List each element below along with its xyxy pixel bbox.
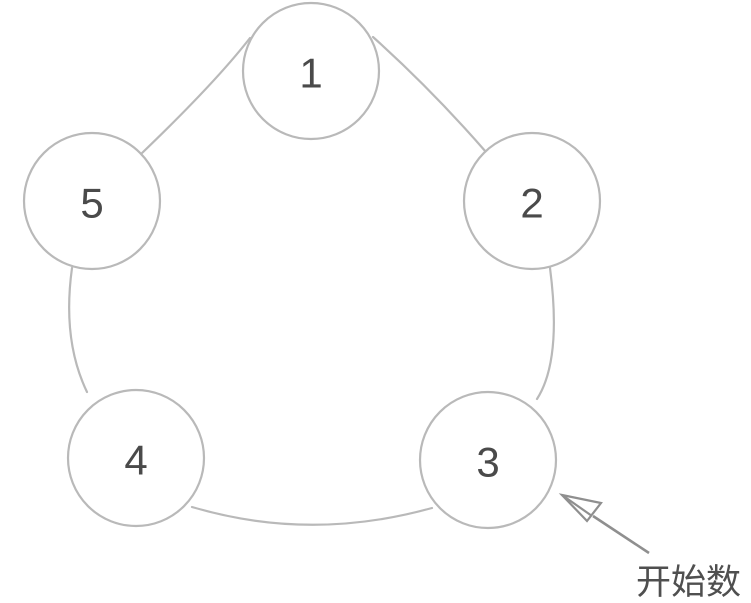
node-2[interactable]: 2: [462, 131, 602, 271]
node-4-circle[interactable]: [66, 388, 206, 528]
node-4[interactable]: 4: [66, 388, 206, 528]
node-1-circle[interactable]: [241, 1, 381, 141]
node-5-circle[interactable]: [22, 131, 162, 271]
edge-4-to-5: [68, 266, 89, 394]
start-count-label: 开始数: [636, 563, 741, 603]
node-5-label: 5: [80, 180, 103, 227]
arrow-head-icon: [558, 493, 603, 523]
start-pointer: [558, 493, 650, 555]
node-3[interactable]: 3: [418, 390, 558, 530]
node-1[interactable]: 1: [241, 1, 381, 141]
node-2-circle[interactable]: [462, 131, 602, 271]
edge-5-to-1: [139, 36, 252, 156]
node-group: 1 2 3 4 5: [22, 1, 602, 530]
edge-group: [68, 35, 555, 526]
node-3-circle[interactable]: [418, 390, 558, 530]
edge-3-to-4: [190, 505, 434, 526]
node-3-label: 3: [476, 439, 499, 486]
node-5[interactable]: 5: [22, 131, 162, 271]
node-4-label: 4: [124, 437, 147, 484]
pointer-shaft-line: [592, 514, 650, 555]
edge-2-to-3: [535, 266, 555, 401]
edge-1-to-2: [371, 35, 488, 154]
node-2-label: 2: [520, 180, 543, 227]
arrow-head-spine: [561, 494, 593, 517]
node-1-label: 1: [299, 50, 322, 97]
